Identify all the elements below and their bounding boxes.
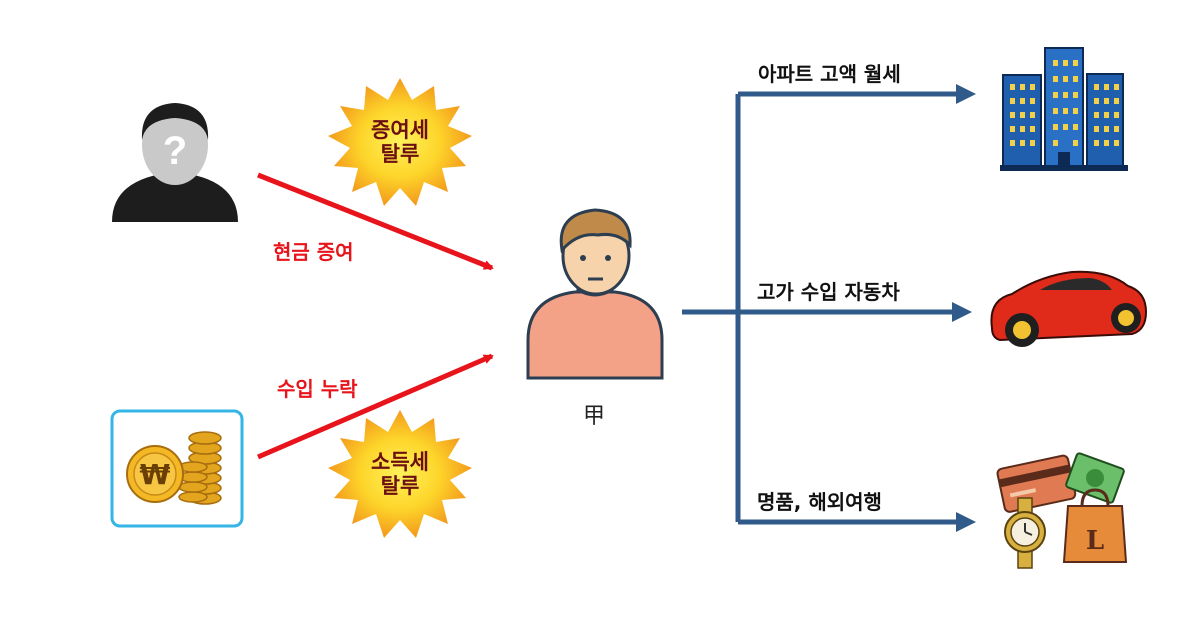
svg-text:₩: ₩ (140, 458, 171, 491)
income-omission-label: 수입 누락 (277, 377, 358, 401)
gift-tax-label: 증여세 탈루 (350, 118, 450, 166)
anonymous-person-icon: ? (112, 103, 238, 222)
branch-arrowheads (952, 84, 976, 532)
apartment-rent-label: 아파트 고액 월세 (758, 62, 901, 86)
income-tax-label: 소득세 탈루 (350, 450, 450, 498)
gift-tax-burst (328, 78, 472, 206)
won-coin-icon: ₩ (110, 409, 244, 528)
income-tax-line-1: 소득세 (371, 450, 429, 474)
apartment-buildings-icon (1000, 47, 1128, 171)
luxury-travel-label: 명품, 해외여행 (757, 490, 882, 514)
luxury-goods-icon: L (996, 452, 1128, 569)
gift-tax-line-2: 탈루 (380, 142, 420, 166)
imported-car-label: 고가 수입 자동차 (757, 280, 900, 304)
man-icon (526, 208, 664, 380)
sports-car-icon (990, 270, 1148, 347)
svg-text:L: L (1086, 526, 1104, 556)
cash-gift-arrow (257, 172, 494, 271)
spending-branches (682, 91, 958, 525)
income-omission-arrow (257, 353, 494, 460)
income-tax-burst (328, 410, 472, 538)
cash-gift-label: 현금 증여 (273, 240, 354, 264)
income-tax-line-2: 탈루 (380, 474, 420, 498)
svg-text:?: ? (163, 129, 187, 173)
person-label: 甲 (583, 404, 606, 429)
gift-tax-line-1: 증여세 (371, 118, 429, 142)
